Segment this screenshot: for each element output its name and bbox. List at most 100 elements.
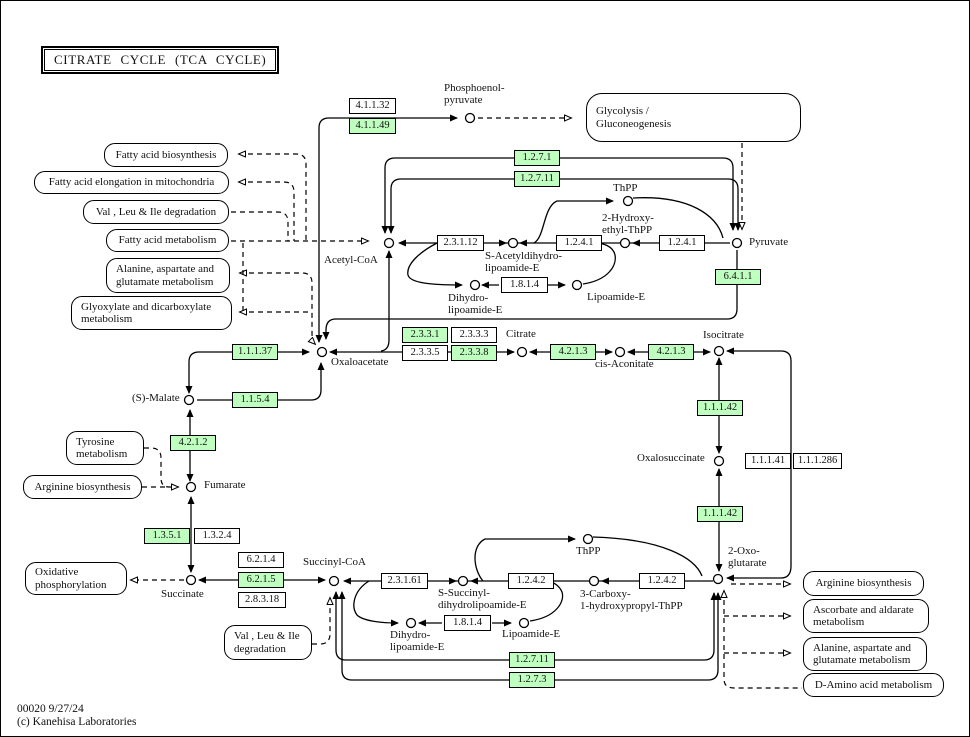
enzyme-box-1.2.7.11[interactable]: 1.2.7.11 <box>514 171 560 187</box>
enzyme-box-1.2.7.3[interactable]: 1.2.7.3 <box>509 672 555 688</box>
compound-succinate[interactable] <box>185 574 197 586</box>
compound-label-lipoamide-e-2: Lipoamide-E <box>502 628 561 640</box>
compound-fumarate[interactable] <box>185 481 197 493</box>
enzyme-box-4.1.1.32[interactable]: 4.1.1.32 <box>349 98 396 114</box>
compound-succinyl-coa[interactable] <box>328 575 340 587</box>
compound-dihydro-lipoamide-e[interactable] <box>469 279 481 291</box>
compound-lipoamide-e[interactable] <box>571 279 583 291</box>
enzyme-box-4.2.1.3[interactable]: 4.2.1.3 <box>648 344 694 360</box>
compound-label-thpp: ThPP <box>613 182 638 194</box>
compound-2-oxoglutarate[interactable] <box>712 573 724 585</box>
enzyme-box-2.3.3.1[interactable]: 2.3.3.1 <box>402 327 448 343</box>
compound-3-carboxy-1-hydroxypropyl-thpp[interactable] <box>588 575 600 587</box>
enzyme-box-2.3.3.5[interactable]: 2.3.3.5 <box>402 345 448 361</box>
pathway-link-arginine-biosynthesis[interactable]: Arginine biosynthesis <box>803 571 924 596</box>
compound-label-oxaloacetate: Oxaloacetate <box>331 356 389 368</box>
compound-s-malate[interactable] <box>183 394 195 406</box>
compound-label-dihydro-lipoamide-e: Dihydro- lipoamide-E <box>448 292 503 316</box>
pathway-link-oxidative[interactable]: Oxidative phosphorylation <box>25 562 127 595</box>
compound-acetyl-coa[interactable] <box>383 237 395 249</box>
compound-label-s-succinyl-dihydrolipoamide-e: S-Succinyl- dihydrolipoamide-E <box>438 587 527 611</box>
pathway-link-val-leu-ile[interactable]: Val , Leu & Ile degradation <box>224 625 312 660</box>
compound-label-2-hydroxy-ethyl-thpp: 2-Hydroxy- ethyl-ThPP <box>602 212 654 236</box>
compound-label-fumarate: Fumarate <box>204 479 246 491</box>
enzyme-box-1.8.1.4[interactable]: 1.8.1.4 <box>501 277 548 293</box>
compound-label-phosphoenolpyruvate: Phosphoenol- pyruvate <box>444 82 505 106</box>
compound-label-cis-aconitate: cis-Aconitate <box>595 358 654 370</box>
enzyme-box-1.2.4.1[interactable]: 1.2.4.1 <box>556 235 602 251</box>
enzyme-box-6.2.1.5[interactable]: 6.2.1.5 <box>238 572 284 588</box>
compound-citrate[interactable] <box>516 346 528 358</box>
compound-label-succinate: Succinate <box>161 588 204 600</box>
enzyme-box-4.2.1.2[interactable]: 4.2.1.2 <box>170 435 216 451</box>
compound-lipoamide-e-2[interactable] <box>518 617 530 629</box>
enzyme-box-1.2.4.2[interactable]: 1.2.4.2 <box>508 573 554 589</box>
compound-label-s-malate: (S)-Malate <box>132 392 180 404</box>
compound-oxalosuccinate[interactable] <box>713 455 725 467</box>
compound-label-thpp-2: ThPP <box>576 545 601 557</box>
compound-2-hydroxy-ethyl-thpp[interactable] <box>619 237 631 249</box>
enzyme-box-1.3.2.4[interactable]: 1.3.2.4 <box>194 528 240 544</box>
pathway-link-alanine-aspartate-and[interactable]: Alanine, aspartate and glutamate metabol… <box>106 258 230 293</box>
compound-label-2-oxoglutarate: 2-Oxo- glutarate <box>728 545 767 569</box>
compound-label-succinyl-coa: Succinyl-CoA <box>303 556 366 568</box>
enzyme-box-1.2.4.2[interactable]: 1.2.4.2 <box>639 573 685 589</box>
enzyme-box-1.2.4.1[interactable]: 1.2.4.1 <box>659 235 705 251</box>
compound-label-pyruvate: Pyruvate <box>749 236 789 248</box>
compound-phosphoenolpyruvate[interactable] <box>464 112 476 124</box>
compound-label-dihydro-lipoamide-e-2: Dihydro- lipoamide-E <box>390 629 445 653</box>
enzyme-box-2.8.3.18[interactable]: 2.8.3.18 <box>238 592 286 608</box>
pathway-link-tyrosine[interactable]: Tyrosine metabolism <box>66 431 144 465</box>
enzyme-box-6.4.1.1[interactable]: 6.4.1.1 <box>715 269 761 285</box>
compound-thpp[interactable] <box>622 195 634 207</box>
enzyme-box-1.1.1.42[interactable]: 1.1.1.42 <box>697 400 743 416</box>
compound-s-succinyl-dihydrolipoamide-e[interactable] <box>457 575 469 587</box>
enzyme-box-1.3.5.1[interactable]: 1.3.5.1 <box>144 528 190 544</box>
compound-cis-aconitate[interactable] <box>614 346 626 358</box>
enzyme-box-1.1.1.41[interactable]: 1.1.1.41 <box>745 453 791 469</box>
enzyme-box-1.1.1.37[interactable]: 1.1.1.37 <box>232 344 278 360</box>
pathway-link-fatty-acid-biosynthesis[interactable]: Fatty acid biosynthesis <box>104 143 228 167</box>
compound-nodes <box>183 112 743 629</box>
compound-label-s-acetyldihydro-lipoamide-e: S-Acetyldihydro- lipoamide-E <box>485 250 562 274</box>
mid-line-arrowheads <box>449 239 640 585</box>
pathway-link-fatty-acid-metabolism[interactable]: Fatty acid metabolism <box>106 229 229 252</box>
compound-isocitrate[interactable] <box>713 345 725 357</box>
enzyme-box-1.2.7.11[interactable]: 1.2.7.11 <box>509 652 555 668</box>
compound-s-acetyldihydro-lipoamide-e[interactable] <box>507 237 519 249</box>
enzyme-box-4.2.1.3[interactable]: 4.2.1.3 <box>550 344 596 360</box>
enzyme-box-1.1.5.4[interactable]: 1.1.5.4 <box>232 392 278 408</box>
enzyme-box-4.1.1.49[interactable]: 4.1.1.49 <box>349 118 396 134</box>
compound-thpp-2[interactable] <box>582 533 594 545</box>
compound-label-isocitrate: Isocitrate <box>703 329 744 341</box>
pathway-link-arginine-biosynthesis[interactable]: Arginine biosynthesis <box>23 475 142 499</box>
enzyme-box-6.2.1.4[interactable]: 6.2.1.4 <box>238 552 284 568</box>
map-footer: 00020 9/27/24 (c) Kanehisa Laboratories <box>17 703 137 728</box>
enzyme-box-2.3.3.3[interactable]: 2.3.3.3 <box>451 327 497 343</box>
enzyme-box-2.3.3.8[interactable]: 2.3.3.8 <box>451 345 497 361</box>
pathway-link-ascorbate-and-aldarate[interactable]: Ascorbate and aldarate metabolism <box>803 599 929 633</box>
enzyme-box-1.1.1.286[interactable]: 1.1.1.286 <box>793 453 842 469</box>
pathway-link-alanine-aspartate-and[interactable]: Alanine, aspartate and glutamate metabol… <box>803 637 927 671</box>
enzyme-box-2.3.1.12[interactable]: 2.3.1.12 <box>437 235 484 251</box>
enzyme-box-1.2.7.1[interactable]: 1.2.7.1 <box>514 150 560 166</box>
pathway-link-d-amino-acid-metabolism[interactable]: D-Amino acid metabolism <box>803 673 944 697</box>
pathway-link-lines <box>131 118 802 689</box>
pathway-link-glycolysis[interactable]: Glycolysis / Gluconeogenesis <box>586 93 801 142</box>
compound-dihydro-lipoamide-e-2[interactable] <box>405 617 417 629</box>
pathway-link-fatty-acid-elongation-in-mitochondria[interactable]: Fatty acid elongation in mitochondria <box>34 171 229 194</box>
compound-label-3-carboxy-1-hydroxypropyl-thpp: 3-Carboxy- 1-hydroxypropyl-ThPP <box>580 588 683 612</box>
pathway-link-val-leu-ile-degradation[interactable]: Val , Leu & Ile degradation <box>83 200 229 224</box>
map-title-box: CITRATE CYCLE (TCA CYCLE) <box>41 46 280 74</box>
pathway-link-glyoxylate-and-dicarboxylate[interactable]: Glyoxylate and dicarboxylate metabolism <box>71 296 232 330</box>
enzyme-box-1.8.1.4[interactable]: 1.8.1.4 <box>444 615 491 631</box>
compound-label-lipoamide-e: Lipoamide-E <box>587 291 646 303</box>
compound-label-acetyl-coa: Acetyl-CoA <box>324 254 378 266</box>
enzyme-box-2.3.1.61[interactable]: 2.3.1.61 <box>381 573 428 589</box>
compound-label-oxalosuccinate: Oxalosuccinate <box>637 452 705 464</box>
enzyme-box-1.1.1.42[interactable]: 1.1.1.42 <box>697 506 743 522</box>
map-title: CITRATE CYCLE (TCA CYCLE) <box>44 49 277 71</box>
compound-oxaloacetate[interactable] <box>316 346 328 358</box>
compound-pyruvate[interactable] <box>731 237 743 249</box>
